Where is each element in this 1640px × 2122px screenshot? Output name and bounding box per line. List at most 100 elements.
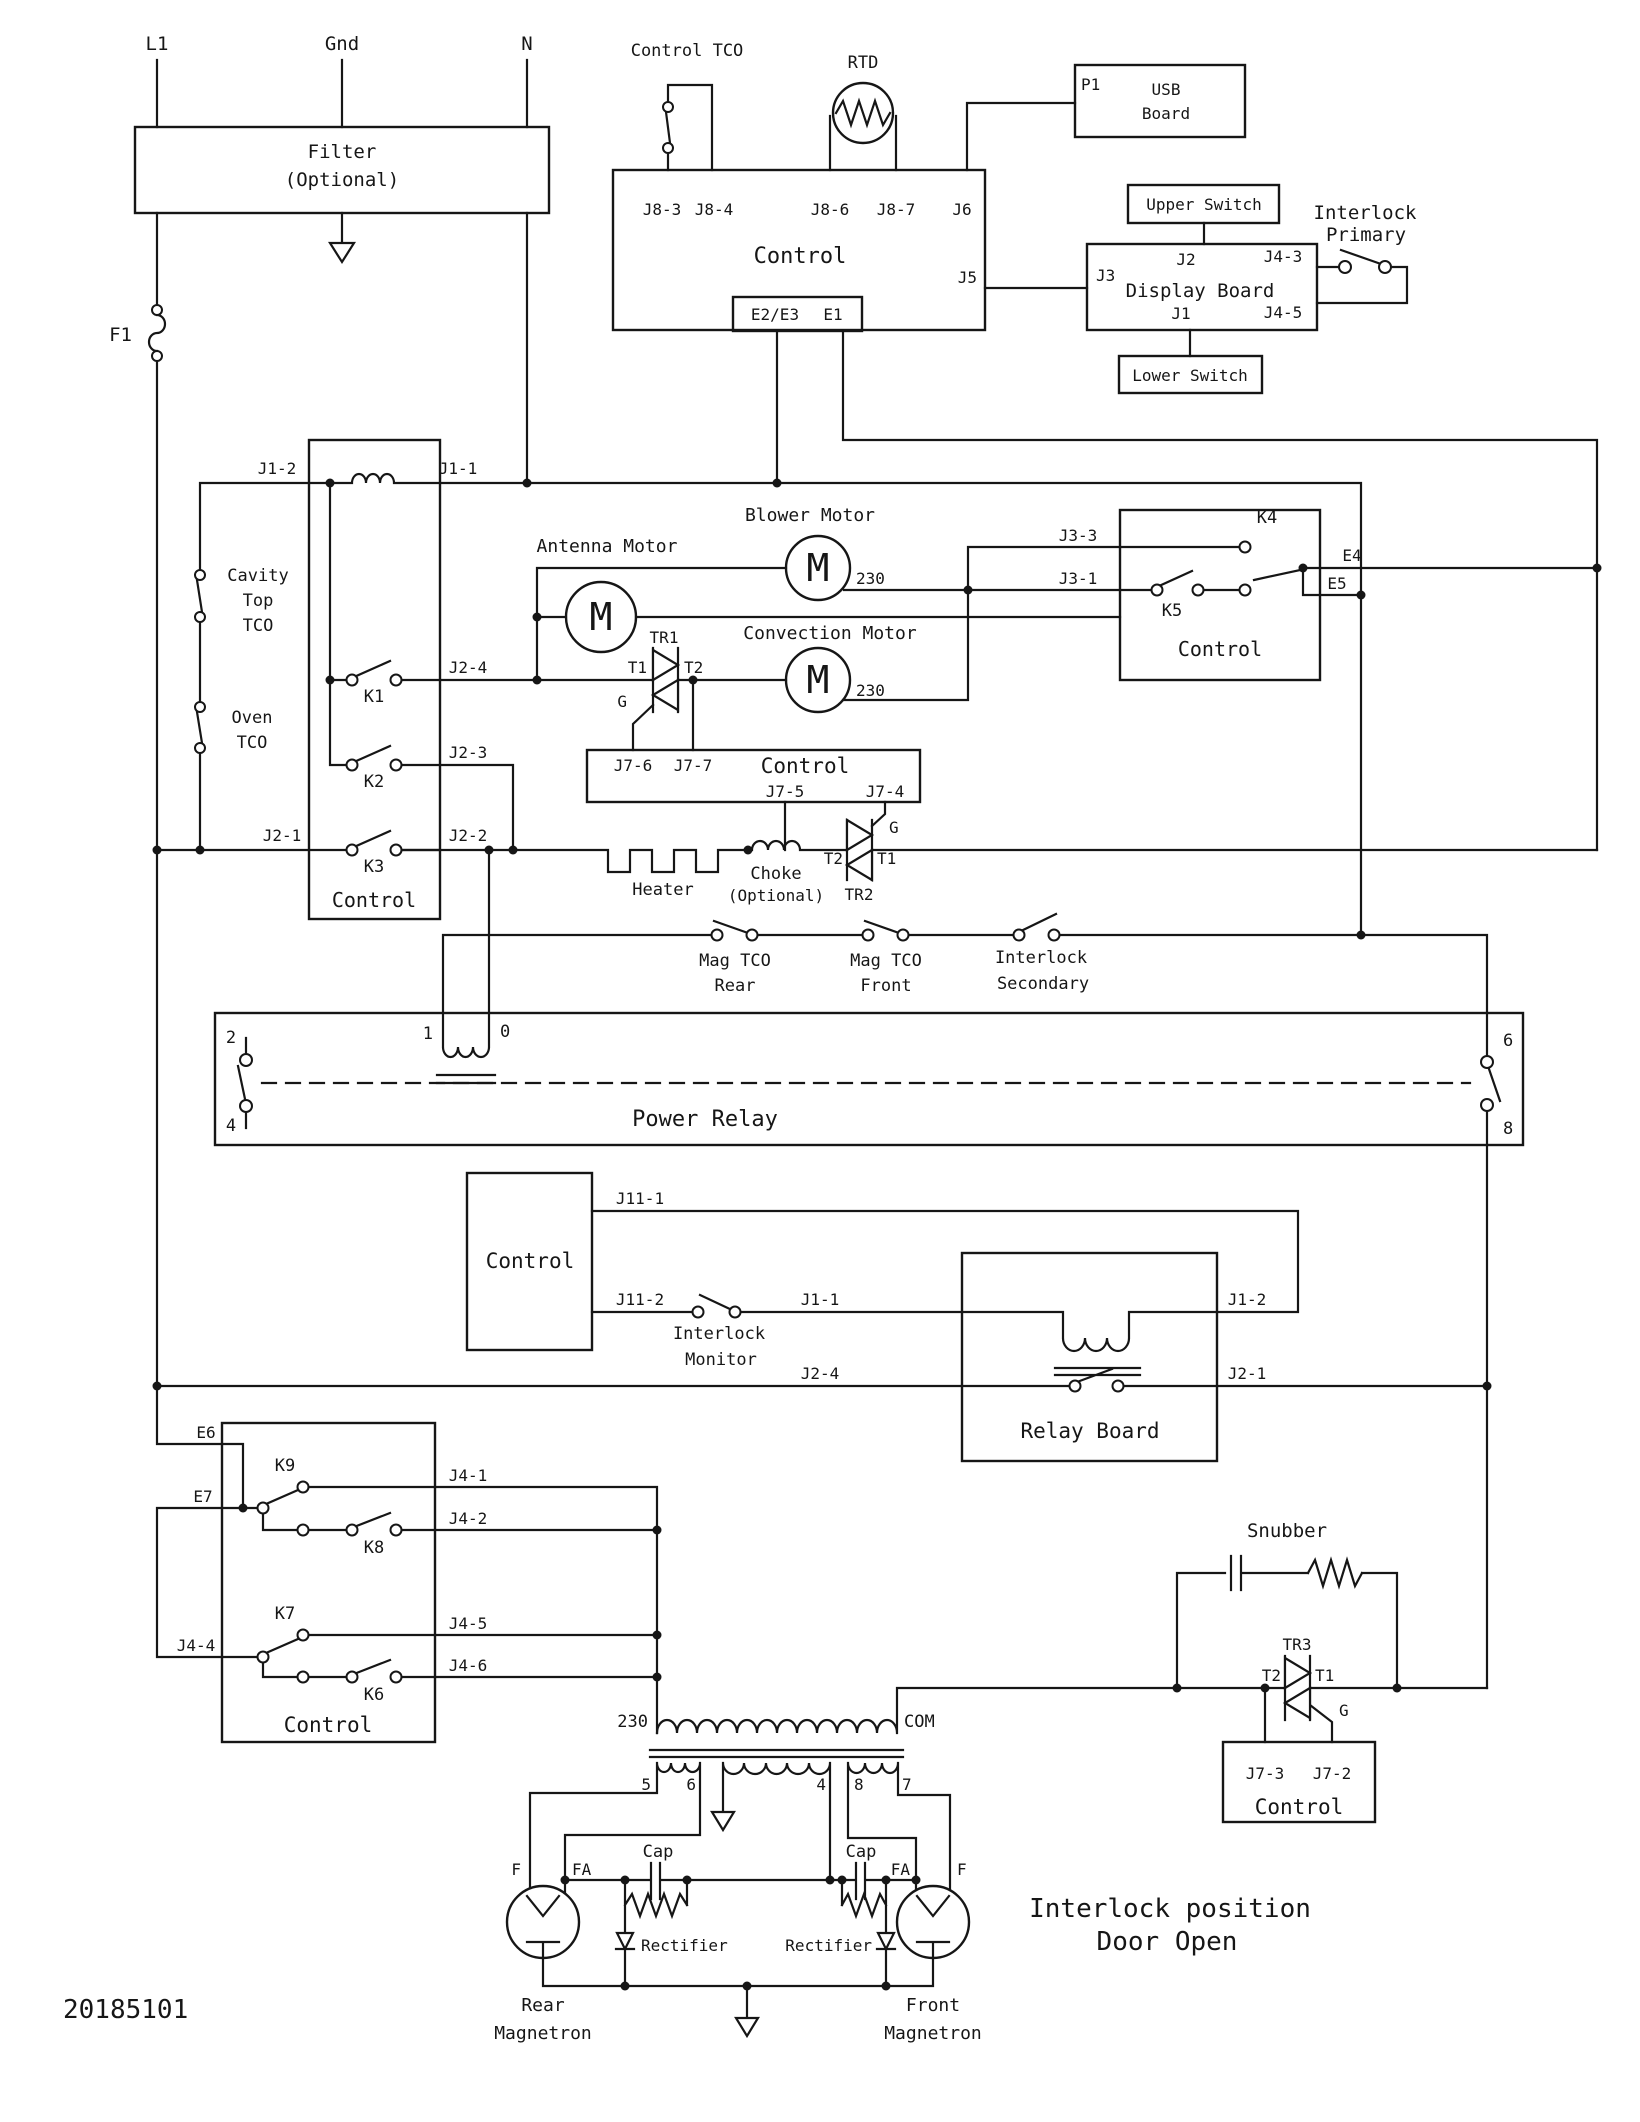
- label-k8: K8: [364, 1538, 384, 1558]
- label-f1: F1: [109, 324, 132, 346]
- label-fa-rear: FA: [572, 1860, 592, 1879]
- label-cavity-top: Top: [243, 591, 274, 611]
- label-power-relay: Power Relay: [632, 1107, 778, 1132]
- label-com: COM: [904, 1712, 935, 1732]
- label-j2-2: J2-2: [449, 826, 488, 845]
- triac-tr3-icon: [1282, 1654, 1313, 1722]
- wire-k6789: [155, 1485, 659, 1735]
- label-j8-7: J8-7: [877, 200, 916, 219]
- rear-magnetron-icon: [505, 1884, 581, 1960]
- label-rear-magnetron-1: Rear: [521, 1995, 565, 2016]
- label-rb-j1-1: J1-1: [801, 1290, 840, 1309]
- label-relay-board: Relay Board: [1020, 1419, 1159, 1443]
- label-j3-3: J3-3: [1059, 526, 1098, 545]
- blower-motor-icon: [784, 534, 852, 602]
- label-j2: J2: [1176, 250, 1195, 269]
- rectifier-diode-icon: [876, 1931, 896, 1952]
- e2e3-e1-box: [731, 295, 864, 333]
- rtd-icon: [831, 81, 895, 145]
- label-control-k45: Control: [1178, 637, 1262, 661]
- wire-left-column: [195, 472, 1363, 937]
- label-j11-1: J11-1: [616, 1189, 664, 1208]
- label-j4-3: J4-3: [1264, 247, 1303, 266]
- label-tap-4: 4: [816, 1775, 826, 1794]
- rtd-element: [834, 97, 892, 129]
- label-heater: Heater: [632, 880, 693, 900]
- label-j3-1: J3-1: [1059, 569, 1098, 588]
- label-j8-6: J8-6: [811, 200, 850, 219]
- label-e1: E1: [823, 305, 842, 324]
- label-e4: E4: [1342, 546, 1361, 565]
- label-antenna-motor: Antenna Motor: [537, 536, 678, 557]
- label-mag-tco-front-2: Front: [860, 976, 911, 996]
- label-j7-2: J7-2: [1313, 1764, 1352, 1783]
- label-m-blower: M: [807, 546, 830, 590]
- label-k6: K6: [364, 1685, 384, 1705]
- label-j4-5-display: J4-5: [1264, 303, 1303, 322]
- label-tap-6: 6: [686, 1775, 696, 1794]
- label-j1-2: J1-2: [258, 459, 297, 478]
- label-mag-tco-rear-2: Rear: [715, 976, 756, 996]
- label-j3: J3: [1096, 266, 1115, 285]
- wire-snubber: [1175, 1554, 1399, 1744]
- label-j1-1: J1-1: [439, 459, 478, 478]
- label-tr1-g: G: [617, 692, 627, 711]
- label-rectifier-front: Rectifier: [785, 1936, 872, 1955]
- triac-tr1-icon: [650, 646, 681, 714]
- label-tr2-t2: T2: [824, 849, 843, 868]
- label-choke: Choke: [750, 864, 801, 884]
- label-relay-0: 0: [500, 1022, 510, 1042]
- wire-top-control: [664, 83, 1599, 852]
- label-230-blower: 230: [856, 569, 885, 588]
- wire-relay-board: [155, 1209, 1489, 1388]
- label-display-board: Display Board: [1126, 280, 1275, 302]
- label-j4-4: J4-4: [177, 1636, 216, 1655]
- control-monitor-box: [465, 1171, 594, 1352]
- label-tr1-t2: T2: [684, 658, 703, 677]
- label-filter: Filter: [308, 141, 377, 163]
- label-f-rear: F: [511, 1860, 521, 1879]
- label-cavity: Cavity: [227, 566, 288, 586]
- label-m-antenna: M: [590, 595, 613, 639]
- label-oven: Oven: [232, 708, 273, 728]
- label-cavity-tco: TCO: [243, 616, 274, 636]
- relay-board-box: [960, 1251, 1219, 1463]
- label-j7-4: J7-4: [866, 782, 905, 801]
- label-gnd: Gnd: [325, 33, 359, 55]
- label-control-monitor: Control: [486, 1249, 575, 1273]
- label-note-line2: Door Open: [1097, 1927, 1238, 1957]
- label-k1: K1: [364, 687, 384, 707]
- label-k3: K3: [364, 857, 384, 877]
- label-tr1-t1: T1: [628, 658, 647, 677]
- text-labels: L1 Gnd N Filter (Optional) F1 Control TC…: [63, 33, 1513, 2044]
- label-e5: E5: [1327, 574, 1346, 593]
- label-control-tco: Control TCO: [631, 41, 744, 61]
- ground-icon: [734, 2016, 760, 2039]
- junction-dots: [152, 478, 1602, 1991]
- label-tr1: TR1: [650, 628, 679, 647]
- label-rear-magnetron-2: Magnetron: [494, 2023, 592, 2044]
- label-rtd: RTD: [848, 53, 879, 73]
- usb-board-box: [1073, 63, 1247, 139]
- power-relay-box: [213, 1011, 1525, 1147]
- label-blower-motor: Blower Motor: [745, 505, 875, 526]
- rectifier-diode-icon: [615, 1931, 635, 1952]
- label-e6: E6: [196, 1423, 215, 1442]
- label-cap-front: Cap: [846, 1842, 877, 1862]
- label-l1: L1: [146, 33, 169, 55]
- antenna-motor-icon: [564, 580, 638, 654]
- label-tr3-g: G: [1339, 1701, 1349, 1720]
- label-front-magnetron-2: Magnetron: [884, 2023, 982, 2044]
- control-j7-box: [585, 748, 922, 804]
- label-interlock-primary-2: Primary: [1326, 224, 1406, 246]
- label-j7-3: J7-3: [1246, 1764, 1285, 1783]
- label-j7-5: J7-5: [766, 782, 805, 801]
- label-control-top: Control: [754, 244, 847, 269]
- label-upper-switch: Upper Switch: [1146, 195, 1262, 214]
- label-tr2-t1: T1: [877, 849, 896, 868]
- label-tap-5: 5: [641, 1775, 651, 1794]
- label-mag-tco-rear-1: Mag TCO: [699, 951, 771, 971]
- label-rectifier-rear: Rectifier: [641, 1936, 728, 1955]
- label-j4-6: J4-6: [449, 1656, 488, 1675]
